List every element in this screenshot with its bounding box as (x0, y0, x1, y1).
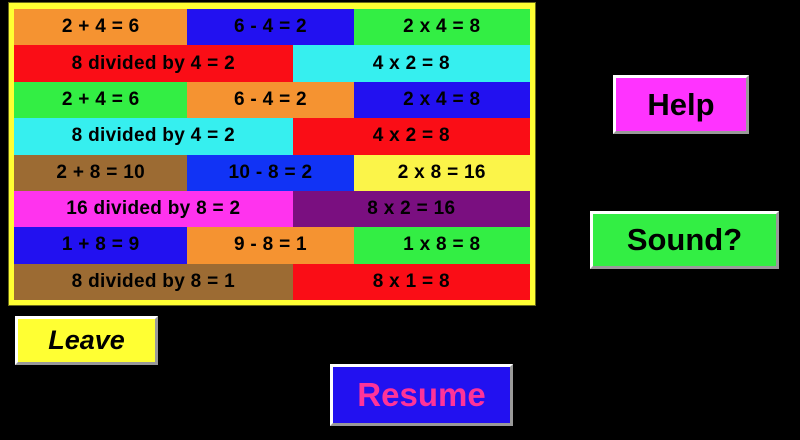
fact-cell: 4 x 2 = 8 (292, 45, 530, 82)
sound-button[interactable]: Sound? (590, 211, 779, 269)
fact-cell: 6 - 4 = 2 (187, 81, 354, 119)
fact-cell: 2 + 8 = 10 (14, 154, 188, 191)
fact-cell: 8 divided by 8 = 1 (14, 263, 293, 300)
fact-cell: 4 x 2 = 8 (292, 118, 530, 155)
fact-cell: 1 x 8 = 8 (353, 227, 530, 264)
fact-cell: 9 - 8 = 1 (187, 227, 354, 264)
fact-cell: 1 + 8 = 9 (14, 227, 188, 264)
fact-cell: 2 + 4 = 6 (14, 81, 188, 119)
fact-cell: 16 divided by 8 = 2 (14, 190, 293, 228)
fact-cell: 8 divided by 4 = 2 (14, 118, 293, 155)
fact-cell: 8 x 2 = 16 (292, 190, 530, 228)
fact-cell: 6 - 4 = 2 (187, 9, 354, 46)
fact-cell: 2 x 4 = 8 (353, 81, 530, 119)
fact-cell: 8 x 1 = 8 (292, 263, 530, 300)
help-button[interactable]: Help (613, 75, 749, 134)
fact-cell: 2 + 4 = 6 (14, 9, 188, 46)
resume-button[interactable]: Resume (330, 364, 513, 426)
fact-cell: 2 x 4 = 8 (353, 9, 530, 46)
fact-cell: 10 - 8 = 2 (187, 154, 354, 191)
fact-cell: 2 x 8 = 16 (353, 154, 530, 191)
fact-cell: 8 divided by 4 = 2 (14, 45, 293, 82)
leave-button[interactable]: Leave (15, 316, 158, 365)
